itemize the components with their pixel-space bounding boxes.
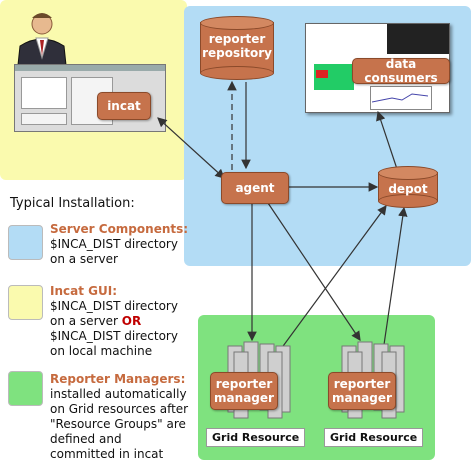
legend-managers-text: installed automatically on Grid resource… [50,387,189,461]
reporter-manager-left-label: reporter manager [214,377,274,405]
reporter-manager-right-node: reporter manager [328,372,396,410]
arrow-incat-agent [157,117,225,179]
legend-server-heading: Server Components: [50,222,189,236]
agent-node: agent [221,172,289,204]
arrow-agent-manager-right [267,202,361,341]
legend-server-text: $INCA_DIST directory on a server [50,237,178,266]
legend-gui-or: OR [121,314,142,328]
legend-managers-swatch [8,371,43,406]
reporter-repository-label: reporter repository [202,32,272,60]
data-consumers-label: data consumers [364,57,438,85]
legend-gui-heading: Incat GUI: [50,284,117,298]
depot-node: depot [378,166,438,208]
arrow-depot-consumers [376,110,399,173]
grid-resource-right-label: Grid Resource [324,428,424,447]
chart-thumbnail-icon [372,93,428,103]
reporter-manager-right-label: reporter manager [332,377,392,405]
legend-managers-heading: Reporter Managers: [50,372,186,386]
reporter-repository-node: reporter repository [200,16,274,80]
data-consumers-node: data consumers [352,57,450,85]
legend-gui-text: $INCA_DIST directory on a server OR $INC… [50,299,190,359]
legend-gui-text-b: $INCA_DIST directory on local machine [50,329,178,358]
legend-title: Typical Installation: [10,196,135,211]
grid-resource-left-label: Grid Resource [206,428,306,447]
incat-node: incat [97,92,151,120]
incat-label: incat [107,99,141,113]
legend-gui-text-a: $INCA_DIST directory on a server [50,299,178,328]
reporter-manager-left-node: reporter manager [210,372,278,410]
agent-label: agent [235,181,275,195]
depot-label: depot [388,182,428,196]
legend-gui-swatch [8,285,43,320]
arrow-manager-left-depot [263,205,387,373]
legend-server-swatch [8,225,43,260]
